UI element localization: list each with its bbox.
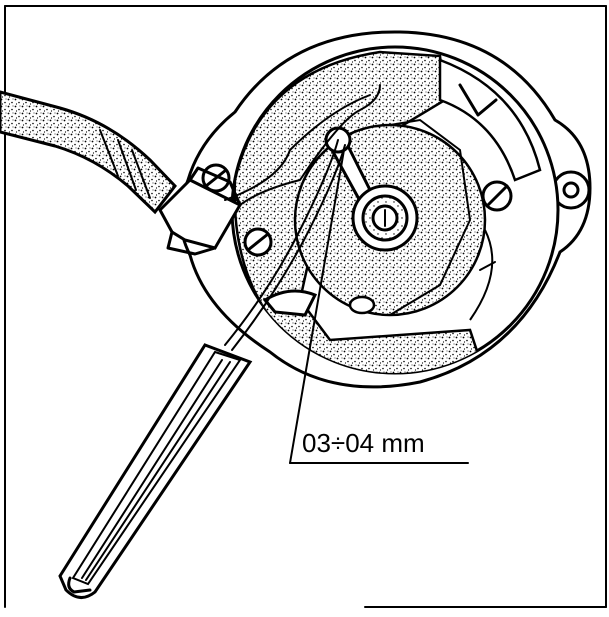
feeler-gauge[interactable] — [58, 139, 346, 599]
screw-left — [243, 227, 273, 257]
lower-slot — [262, 289, 376, 317]
low-tension-wire — [224, 84, 381, 206]
screw-right — [481, 180, 513, 212]
gap-dimension-label: 03÷04 mm — [302, 428, 425, 458]
ignition-cable — [0, 90, 177, 215]
distributor-shaft — [351, 184, 419, 252]
terminal-connector — [158, 166, 243, 256]
dimension-leader — [289, 149, 469, 464]
feeler-gauge-handle[interactable] — [58, 343, 253, 599]
